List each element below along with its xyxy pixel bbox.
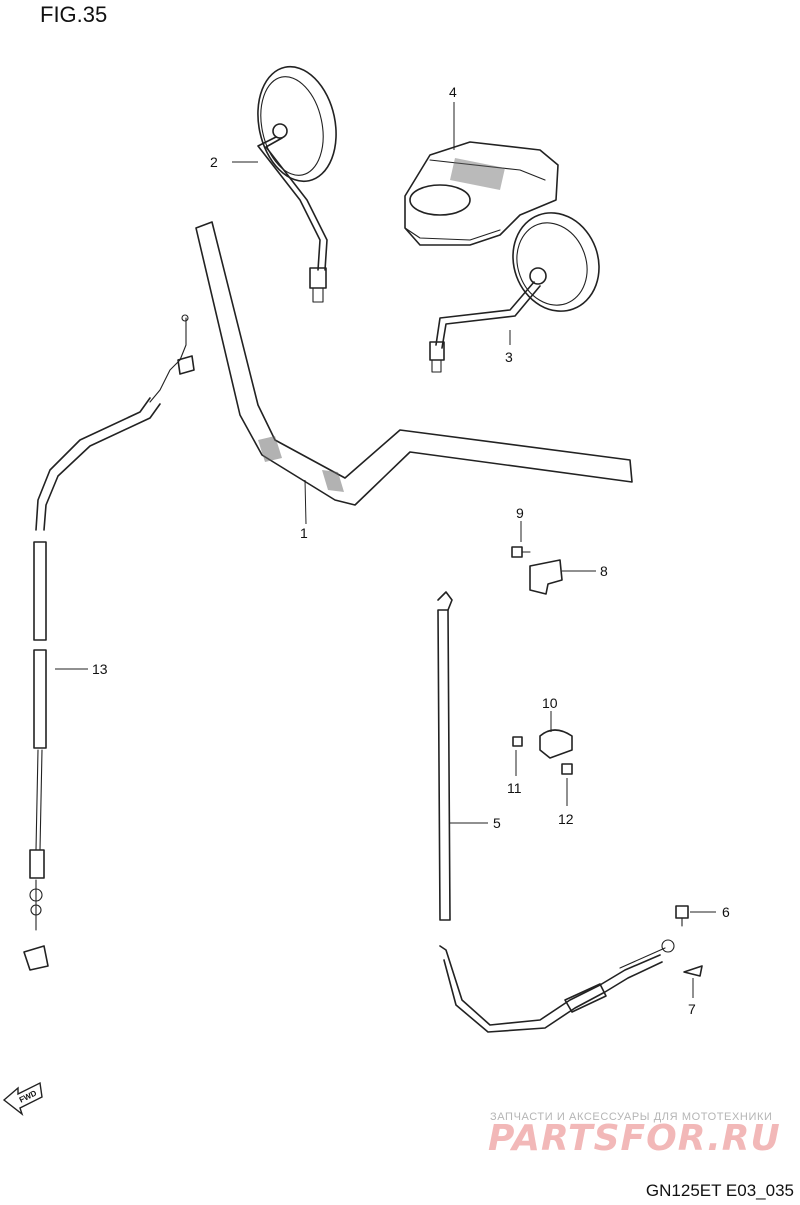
callout-1: 1 xyxy=(300,525,308,541)
callout-10: 10 xyxy=(542,695,558,711)
nut-12 xyxy=(561,763,573,775)
diagram-code: GN125ET E03_035 xyxy=(645,1181,794,1200)
callout-11: 11 xyxy=(507,780,522,796)
callout-7: 7 xyxy=(688,1001,696,1017)
mirror-left xyxy=(257,65,337,303)
fwd-arrow-icon: FWD xyxy=(2,1081,43,1116)
mirror-right xyxy=(429,212,600,373)
callout-6: 6 xyxy=(722,904,730,920)
clamp-10 xyxy=(539,729,573,759)
bolt-9 xyxy=(511,546,531,558)
screw-11 xyxy=(512,736,523,747)
handlebar xyxy=(195,221,633,506)
clutch-cable xyxy=(23,314,195,971)
callout-2: 2 xyxy=(210,154,218,170)
callout-5: 5 xyxy=(493,815,501,831)
callout-3: 3 xyxy=(505,349,513,365)
callout-8: 8 xyxy=(600,563,608,579)
screw-6 xyxy=(675,905,689,927)
clamp-8 xyxy=(529,559,563,595)
clip-7 xyxy=(683,965,703,977)
callout-12: 12 xyxy=(558,811,574,827)
callout-9: 9 xyxy=(516,505,524,521)
callout-4: 4 xyxy=(449,84,457,100)
watermark-tagline: ЗАПЧАСТИ И АКСЕССУАРЫ ДЛЯ МОТОТЕХНИКИ xyxy=(490,1111,773,1123)
switch-housing xyxy=(404,141,559,246)
callout-13: 13 xyxy=(92,661,108,677)
watermark-logo: PARTSFOR.RU xyxy=(488,1118,781,1159)
leader-lines xyxy=(55,102,716,998)
throttle-cable xyxy=(437,591,675,1033)
figure-title: FIG.35 xyxy=(40,2,108,27)
